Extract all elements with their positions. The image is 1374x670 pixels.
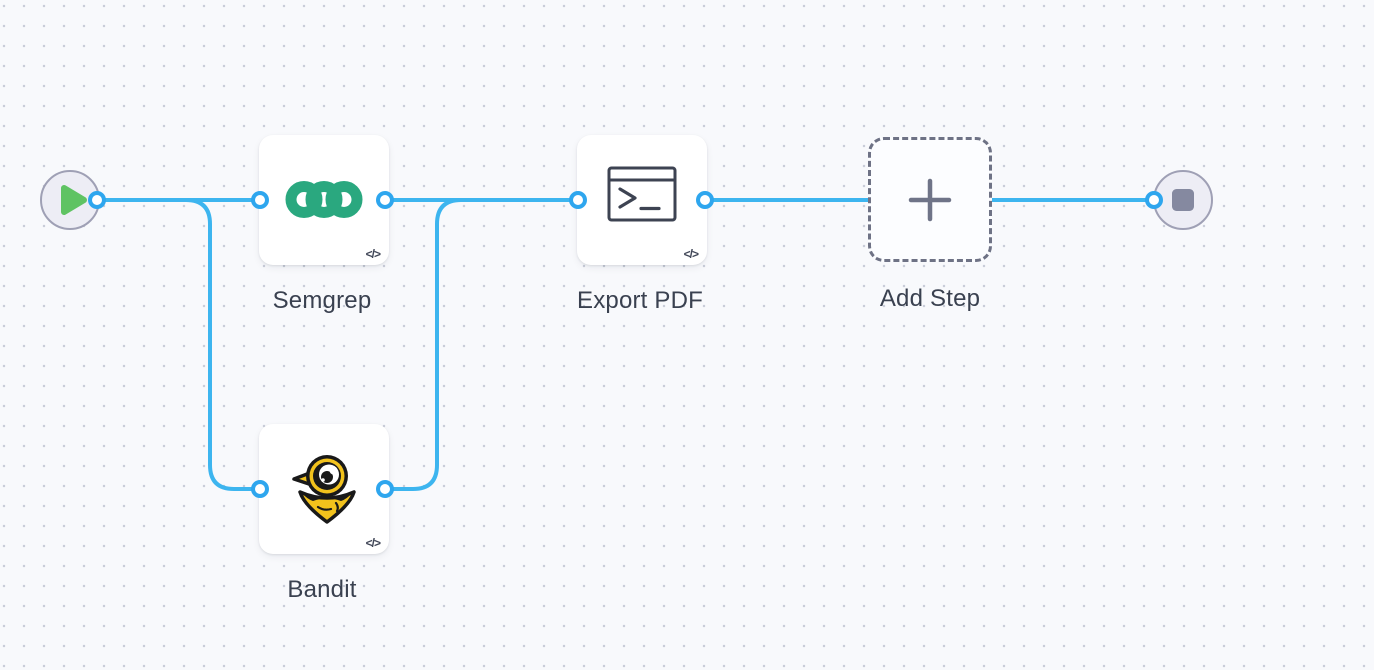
port-end-in[interactable] xyxy=(1145,191,1163,209)
code-icon: </> xyxy=(365,536,381,550)
step-node-bandit[interactable]: </> xyxy=(259,424,389,554)
port-export-pdf-in[interactable] xyxy=(569,191,587,209)
port-bandit-in[interactable] xyxy=(251,480,269,498)
step-label-semgrep: Semgrep xyxy=(272,287,372,314)
port-export-pdf-out[interactable] xyxy=(696,191,714,209)
terminal-icon xyxy=(607,166,677,222)
port-semgrep-out[interactable] xyxy=(376,191,394,209)
edge-bandit-exportpdf xyxy=(385,198,578,491)
step-label-export-pdf: Export PDF xyxy=(576,287,704,314)
edge-start-bandit xyxy=(97,198,260,491)
step-node-semgrep[interactable]: </> xyxy=(259,135,389,265)
code-icon: </> xyxy=(365,247,381,261)
play-icon xyxy=(61,185,87,215)
add-step-node[interactable] xyxy=(868,137,992,262)
port-semgrep-in[interactable] xyxy=(251,191,269,209)
step-label-bandit: Bandit xyxy=(287,576,357,603)
step-node-export-pdf[interactable]: </> xyxy=(577,135,707,265)
bandit-logo xyxy=(292,454,356,524)
port-bandit-out[interactable] xyxy=(376,480,394,498)
code-icon: </> xyxy=(683,247,699,261)
add-step-label: Add Step xyxy=(879,285,981,312)
plus-icon xyxy=(908,178,952,221)
port-start-out[interactable] xyxy=(88,191,106,209)
semgrep-logo xyxy=(285,181,363,218)
stop-icon xyxy=(1172,189,1194,211)
